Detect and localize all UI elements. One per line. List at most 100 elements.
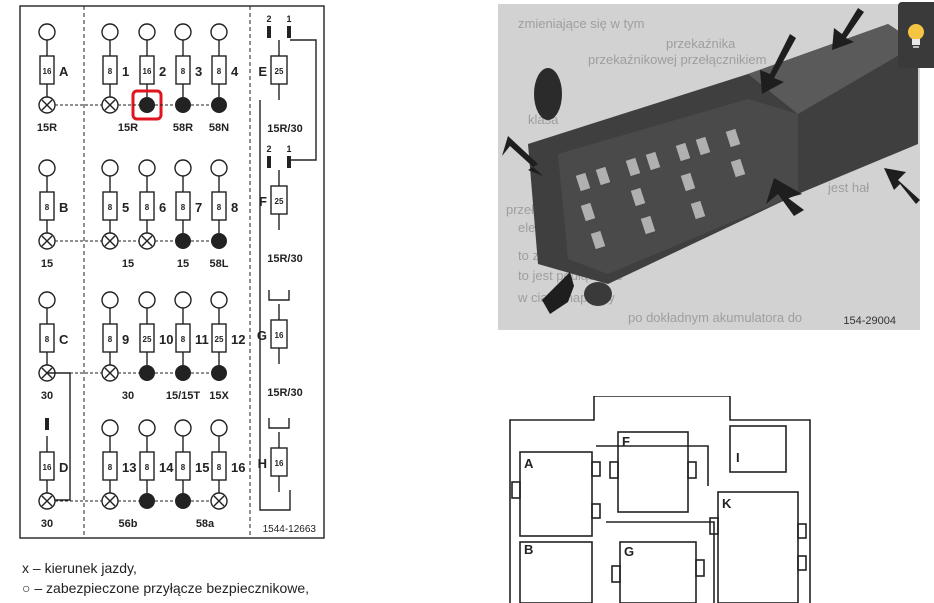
relay-pin <box>267 156 271 168</box>
relay-fuse-id-G: G <box>257 328 267 343</box>
fuse-id-14: 14 <box>159 460 174 475</box>
relay-label-k: K <box>722 496 732 511</box>
fuse-output-x2-A <box>41 99 53 111</box>
legend-text-terminal: – zabezpieczone przyłącze bezpiecznikowe… <box>34 580 310 596</box>
relay-bracket <box>268 418 290 429</box>
fuse-input-8 <box>210 159 228 177</box>
fuse-input-7 <box>174 159 192 177</box>
fuse-id-13: 13 <box>122 460 136 475</box>
fuse-id-12: 12 <box>231 332 245 347</box>
fuse-rating-A: 16 <box>43 67 52 76</box>
fuse-rating-2: 16 <box>143 67 152 76</box>
fuse-id-3: 3 <box>195 64 202 79</box>
terminal-label: 15 <box>41 258 53 270</box>
diagram-frame <box>19 5 325 539</box>
photo-text-1: zmieniające się w tym <box>518 16 644 31</box>
terminal-label: 15 <box>177 258 189 270</box>
fuse-rating-1: 8 <box>108 67 113 76</box>
relay-label-g: G <box>624 544 634 559</box>
lightbulb-icon <box>908 24 924 48</box>
fuse-id-1: 1 <box>122 64 129 79</box>
relay-terminal-label: 15R/30 <box>267 123 302 135</box>
photo-text-5: jest hał <box>827 180 869 195</box>
fuse-output-x2-B <box>41 235 53 247</box>
relay-pin <box>287 26 291 38</box>
fuse-input-13 <box>101 419 119 437</box>
fusebox-photo: zmieniające się w tym przekaźnika przeka… <box>498 4 920 330</box>
terminal-label: 15R <box>118 122 138 134</box>
fuse-output-10 <box>139 365 155 381</box>
relay-pin-label: 2 <box>266 14 271 24</box>
fuse-rating-8: 8 <box>217 203 222 212</box>
fuse-rating-11: 8 <box>181 335 186 344</box>
fuse-input-4 <box>210 23 228 41</box>
terminal-label: 15X <box>209 390 229 402</box>
fuse-input-11 <box>174 291 192 309</box>
fuse-output-x2-1 <box>104 99 116 111</box>
fuse-rating-3: 8 <box>181 67 186 76</box>
fuse-rating-5: 8 <box>108 203 113 212</box>
fuse-id-2: 2 <box>159 64 166 79</box>
fuse-input-14 <box>138 419 156 437</box>
relay-label-a: A <box>524 456 534 471</box>
photo-text-11: po dokładnym akumulatora do <box>628 310 802 325</box>
legend-item-direction: x – kierunek jazdy, <box>22 560 137 576</box>
fuse-rating-10: 25 <box>143 335 152 344</box>
fuse-id-11: 11 <box>195 332 209 347</box>
relay-fuse-id-H: H <box>258 456 267 471</box>
photo-figure-code: 154-29004 <box>843 315 896 327</box>
relay-layout: A F I B G K <box>509 396 811 603</box>
fuse-output-x2-6 <box>141 235 153 247</box>
fuse-output-8 <box>211 233 227 249</box>
relay-fuse-rating-F: 25 <box>275 197 284 206</box>
fuse-id-15: 15 <box>195 460 209 475</box>
figure-code: 1544-12663 <box>263 524 317 535</box>
fuse-rating-16: 8 <box>217 463 222 472</box>
relay-label-b: B <box>524 542 533 557</box>
fuse-input-15 <box>174 419 192 437</box>
photo-text-2: przekaźnika <box>666 36 736 51</box>
fuse-id-9: 9 <box>122 332 129 347</box>
fuse-id-10: 10 <box>159 332 173 347</box>
fuse-rating-6: 8 <box>145 203 150 212</box>
fuse-output-x2-5 <box>104 235 116 247</box>
relay-terminal-label: 15R/30 <box>267 387 302 399</box>
fuse-output-12 <box>211 365 227 381</box>
fuse-id-7: 7 <box>195 200 202 215</box>
relay-fuse-rating-H: 16 <box>275 459 284 468</box>
fuse-id-C: C <box>59 332 69 347</box>
hint-button[interactable] <box>898 2 934 68</box>
fuse-id-B: B <box>59 200 68 215</box>
fuse-output-15 <box>175 493 191 509</box>
fuse-id-5: 5 <box>122 200 129 215</box>
fuse-input-16 <box>210 419 228 437</box>
fuse-input-12 <box>210 291 228 309</box>
fuse-input-C <box>38 291 56 309</box>
fuse-rating-9: 8 <box>108 335 113 344</box>
relay-fuse-id-E: E <box>258 64 267 79</box>
fuse-output-11 <box>175 365 191 381</box>
fuse-input-1 <box>101 23 119 41</box>
terminal-label: 30 <box>122 390 134 402</box>
relay-label-i: I <box>736 450 740 465</box>
fuse-rating-15: 8 <box>181 463 186 472</box>
legend-symbol-x: x <box>22 560 29 576</box>
terminal-label: 15 <box>122 258 134 270</box>
relay-pin-label: 2 <box>266 144 271 154</box>
fuse-output-2 <box>139 97 155 113</box>
fuse-rating-D: 16 <box>43 463 52 472</box>
fuse-rating-14: 8 <box>145 463 150 472</box>
relay-fuse-rating-G: 16 <box>275 331 284 340</box>
fuse-input-10 <box>138 291 156 309</box>
fuse-input-5 <box>101 159 119 177</box>
fuse-input-3 <box>174 23 192 41</box>
terminal-label: 58N <box>209 122 229 134</box>
fuse-input-6 <box>138 159 156 177</box>
fuse-input-9 <box>101 291 119 309</box>
fuse-rating-4: 8 <box>217 67 222 76</box>
fuse-id-4: 4 <box>231 64 239 79</box>
fuse-input-B <box>38 159 56 177</box>
terminal-label: 30 <box>41 518 53 530</box>
fuse-id-16: 16 <box>231 460 245 475</box>
